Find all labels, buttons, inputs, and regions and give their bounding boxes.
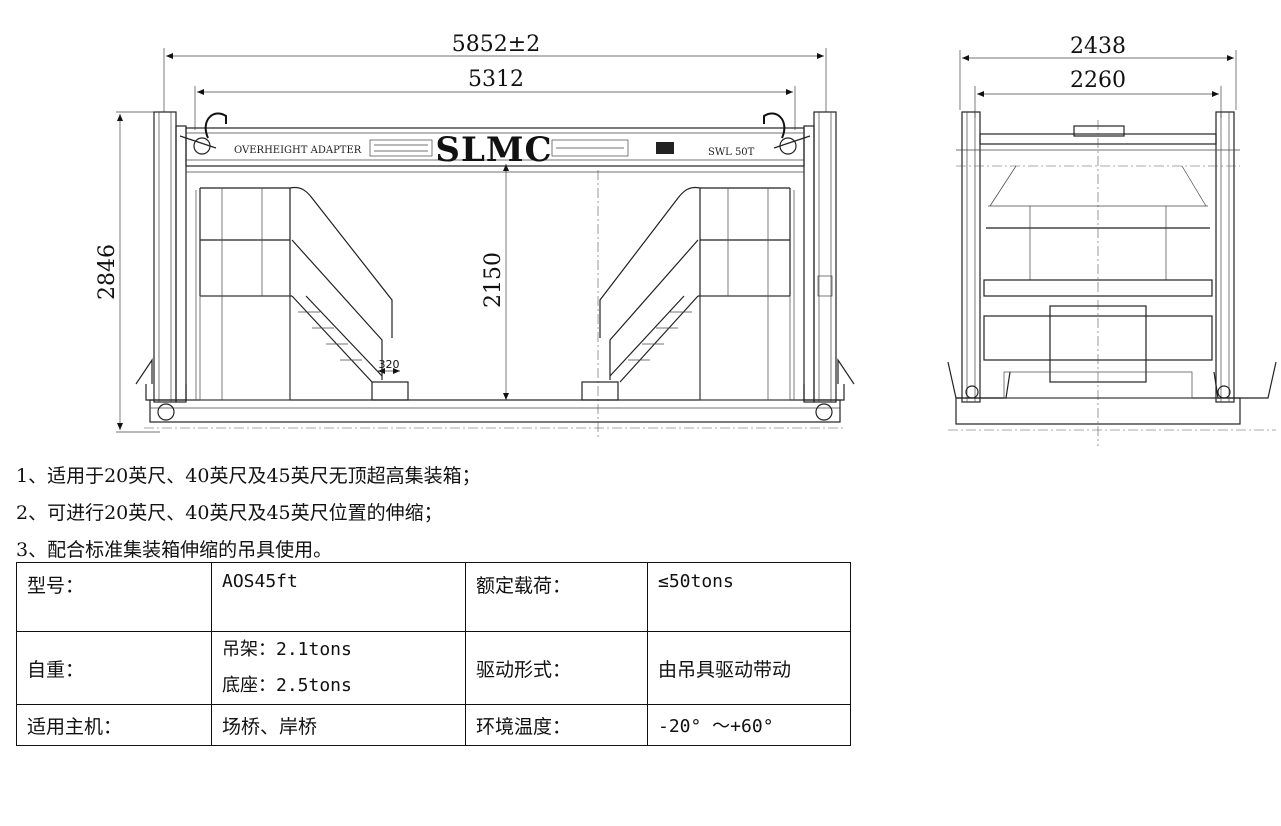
side-dimension-lines (959, 50, 1237, 118)
side-dim-overall-width: 2438 (1070, 34, 1126, 59)
warning-plate (656, 142, 674, 154)
right-platform-stairs (581, 186, 791, 401)
drive-label: 驱动形式： (465, 631, 648, 705)
temp-value: -20° ～+60° (647, 704, 851, 746)
temp-label: 环境温度： (465, 704, 648, 746)
table-row: 型号： AOS45ft 额定载荷： ≤50tons (16, 562, 851, 632)
notes-list: 1、适用于20英尺、40英尺及45英尺无顶超高集装箱； 2、可进行20英尺、40… (16, 458, 481, 569)
table-row: 适用主机： 场桥、岸桥 环境温度： -20° ～+60° (16, 704, 851, 746)
load-value: ≤50tons (647, 562, 851, 632)
dim-inner-length: 5312 (468, 67, 524, 92)
weight-label: 自重： (16, 631, 212, 705)
model-label: 型号： (16, 562, 212, 632)
dim-overall-height: 2846 (95, 244, 120, 300)
dim-overall-length: 5852±2 (452, 32, 540, 57)
host-value: 场桥、岸桥 (211, 704, 466, 746)
logo-slmc: SLMC (435, 130, 552, 170)
side-dim-inner-width: 2260 (1070, 68, 1126, 93)
front-frame (135, 111, 855, 440)
model-value: AOS45ft (211, 562, 466, 632)
table-row: 自重： 吊架：2.1tons 底座：2.5tons 驱动形式： 由吊具驱动带动 (16, 631, 851, 705)
dim-step-width: 320 (379, 358, 400, 371)
side-view: 2438 2260 (947, 34, 1277, 446)
technical-drawing: 5852±2 5312 2846 2150 320 (95, 32, 1277, 446)
spec-table: 型号： AOS45ft 额定载荷： ≤50tons 自重： 吊架：2.1tons… (16, 562, 851, 746)
note-item: 2、可进行20英尺、40英尺及45英尺位置的伸缩； (16, 502, 443, 524)
side-frame (947, 111, 1277, 446)
weight-base: 底座：2.5tons (222, 675, 352, 696)
drive-value: 由吊具驱动带动 (647, 631, 851, 705)
host-label: 适用主机： (16, 704, 212, 746)
weight-frame: 吊架：2.1tons (222, 639, 352, 660)
load-label: 额定载荷： (465, 562, 648, 632)
plate-overheight-adapter: OVERHEIGHT ADAPTER (234, 145, 362, 156)
plate-swl: SWL 50T (708, 147, 755, 158)
front-view: 5852±2 5312 2846 2150 320 (95, 32, 855, 440)
dim-clear-height: 2150 (481, 252, 506, 308)
left-platform-stairs (199, 186, 409, 401)
note-item: 3、配合标准集装箱伸缩的吊具使用。 (16, 539, 333, 561)
weight-value: 吊架：2.1tons 底座：2.5tons (211, 631, 466, 705)
data-plate-left (369, 139, 433, 157)
note-item: 1、适用于20英尺、40英尺及45英尺无顶超高集装箱； (16, 465, 481, 487)
data-plate-right (551, 139, 629, 157)
